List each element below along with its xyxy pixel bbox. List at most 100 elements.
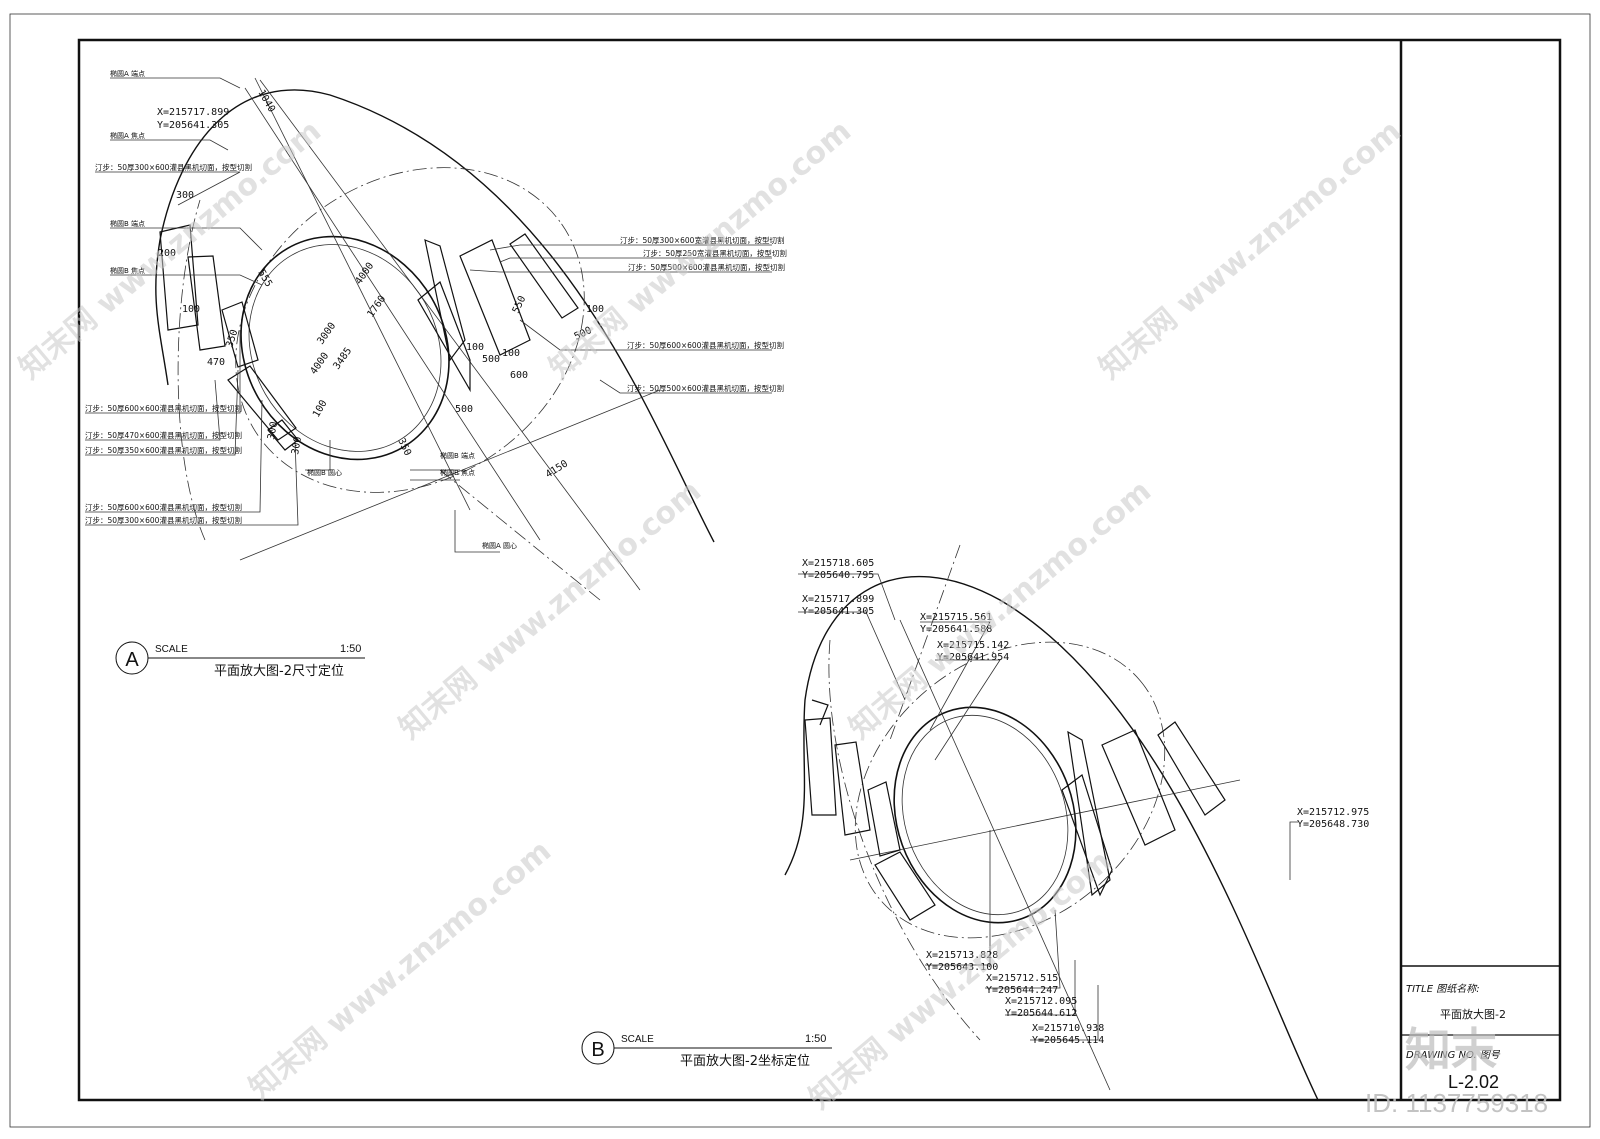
minor-axis-a [239,389,661,561]
leader-a-11 [305,440,331,471]
arc-guide-b [828,639,981,1041]
sheet-outer-border [9,13,1591,1128]
dim-a-18: 100 [502,348,520,359]
coord-b-8-x: X=215712.095 [1005,996,1077,1007]
coord-b-2-y: Y=205641.305 [802,606,874,617]
stone-a-1 [159,224,199,331]
leader-b-8 [1005,960,1076,1016]
dim-a-23: 300 [290,436,304,456]
dim-a-7: 3000 [315,321,338,347]
coord-b-6-y: Y=205643.100 [926,962,998,973]
dim-a-16: 500 [482,354,500,365]
axis-guide-b [889,544,961,741]
watermark-text-6: 知末网 www.znzmo.com [243,834,558,1107]
major-axis-a [259,79,641,591]
stone-b-7 [1101,729,1176,846]
ellipse-b-inner [248,244,442,452]
watermark-id: ID: 1137759318 [1365,1088,1548,1118]
coord-b-5-y: Y=205648.730 [1297,819,1369,830]
coord-b-1-y: Y=205640.795 [802,570,874,581]
watermark-text-3: 知末网 www.znzmo.com [1093,114,1408,387]
leader-a-14 [469,269,772,273]
ellipse-a-outline [155,89,715,543]
dim-a-22: 300 [266,421,280,441]
note-left-1: 汀步：50厚300×600灌县黑机切面，按型切割 [95,162,252,172]
drawing-frame [77,38,1562,1102]
note-right-5: 汀步：50厚500×600灌县黑机切面，按型切割 [627,383,784,393]
label-ellipseB-center: 椭圆B 圆心 [307,468,342,477]
view-a-scale-block: A SCALE 1:50 平面放大图-2尺寸定位 [115,641,365,679]
label-ellipseA-focus: 椭圆A 焦点 [110,131,145,140]
drawing-no-value: L-2.02 [1448,1072,1499,1092]
stone-b-4 [874,851,936,921]
leader-b-2 [798,611,906,701]
stone-b-1 [804,717,837,816]
stone-b-5 [1067,730,1111,897]
leader-b-1 [798,573,896,621]
coord-b-2-x: X=215717.899 [802,594,874,605]
drawing-no-label: DRAWING NO. 图号 [1406,1050,1501,1061]
view-a-title: 平面放大图-2尺寸定位 [214,664,344,679]
label-ellipseA-end: 椭圆A 端点 [110,69,145,78]
note-right-2: 汀步：50厚250宽灌县黑机切面，按型切割 [643,248,787,258]
dim-a-1: 300 [176,190,194,201]
stone-b-3 [867,781,901,857]
coord-b-5-x: X=215712.975 [1297,807,1369,818]
leader-a-12 [489,244,772,251]
view-a-plan [85,77,772,601]
view-b-scale-block: B SCALE 1:50 平面放大图-2坐标定位 [581,1031,832,1069]
dim-a-17: 600 [510,370,528,381]
watermark-text-1: 知末网 www.znzmo.com [13,114,328,387]
stone-b-2 [834,741,871,836]
minor-axis-b [849,779,1241,861]
stone-a-5 [267,419,299,451]
view-b-title: 平面放大图-2坐标定位 [680,1054,810,1069]
dim-line-a1 [254,77,471,511]
coord-b-3-y: Y=205641.588 [920,624,992,635]
leader-a-2 [110,139,229,151]
label-ellipseB-end-left: 椭圆B 端点 [110,219,145,228]
coord-b-6-x: X=215713.828 [926,950,998,961]
note-right-4: 汀步：50厚600×600灌县黑机切面，按型切割 [627,340,784,350]
circle-guide-a [235,167,585,493]
arc-guide-a-left [177,199,206,541]
leader-a-16 [599,379,772,394]
leader-a-8 [85,369,239,456]
stone-a-8 [459,239,531,356]
stone-a-9 [509,233,579,319]
leader-a-7 [85,379,221,441]
leader-a-6 [85,330,241,414]
leader-a-9 [85,399,263,513]
leader-a-19 [454,510,500,553]
dim-a-20: 350 [395,437,413,458]
leader-b-9 [1030,985,1099,1041]
note-left-3: 汀步：50厚470×600灌县黑机切面，按型切割 [85,430,242,440]
view-b-letter: B [591,1039,604,1061]
coord-b-9-y: Y=205645.114 [1032,1035,1104,1046]
coord-b-7-x: X=215712.515 [986,973,1058,984]
leader-a-3 [95,171,241,206]
stone-a-2 [187,255,226,351]
dim-a-2: 200 [158,248,176,259]
ellipse-b-inner-b [901,714,1069,916]
dim-a-24: 4150 [544,458,570,480]
label-ellipseB-focus-left: 椭圆B 焦点 [110,266,145,275]
view-a-scale-value: 1:50 [340,643,361,655]
dim-a-3: 100 [182,304,200,315]
leader-a-5 [110,274,263,286]
axis-guide-a [439,469,601,601]
label-ellipseB-end-right: 椭圆B 端点 [440,451,475,460]
circle-guide-b [854,641,1166,939]
note-right-3: 汀步：50厚500×600灌县黑机切面，按型切割 [628,262,785,272]
watermark-text-5: 知末网 www.znzmo.com [843,474,1158,747]
stone-b-8 [1157,721,1226,816]
leader-a-15 [519,319,772,351]
view-b-text: X=215718.605 Y=205640.795 X=215717.899 Y… [802,558,1369,1046]
dim-a-21: 100 [311,398,330,419]
ellipse-b-outer-b [893,706,1077,924]
view-a-scale-label: SCALE [155,644,188,655]
stone-b-1a [811,699,829,726]
ellipse-a-outline-b [784,575,1319,1101]
leader-b-3 [920,621,991,731]
note-left-6: 汀步：50厚300×600灌县黑机切面，按型切割 [85,515,242,525]
